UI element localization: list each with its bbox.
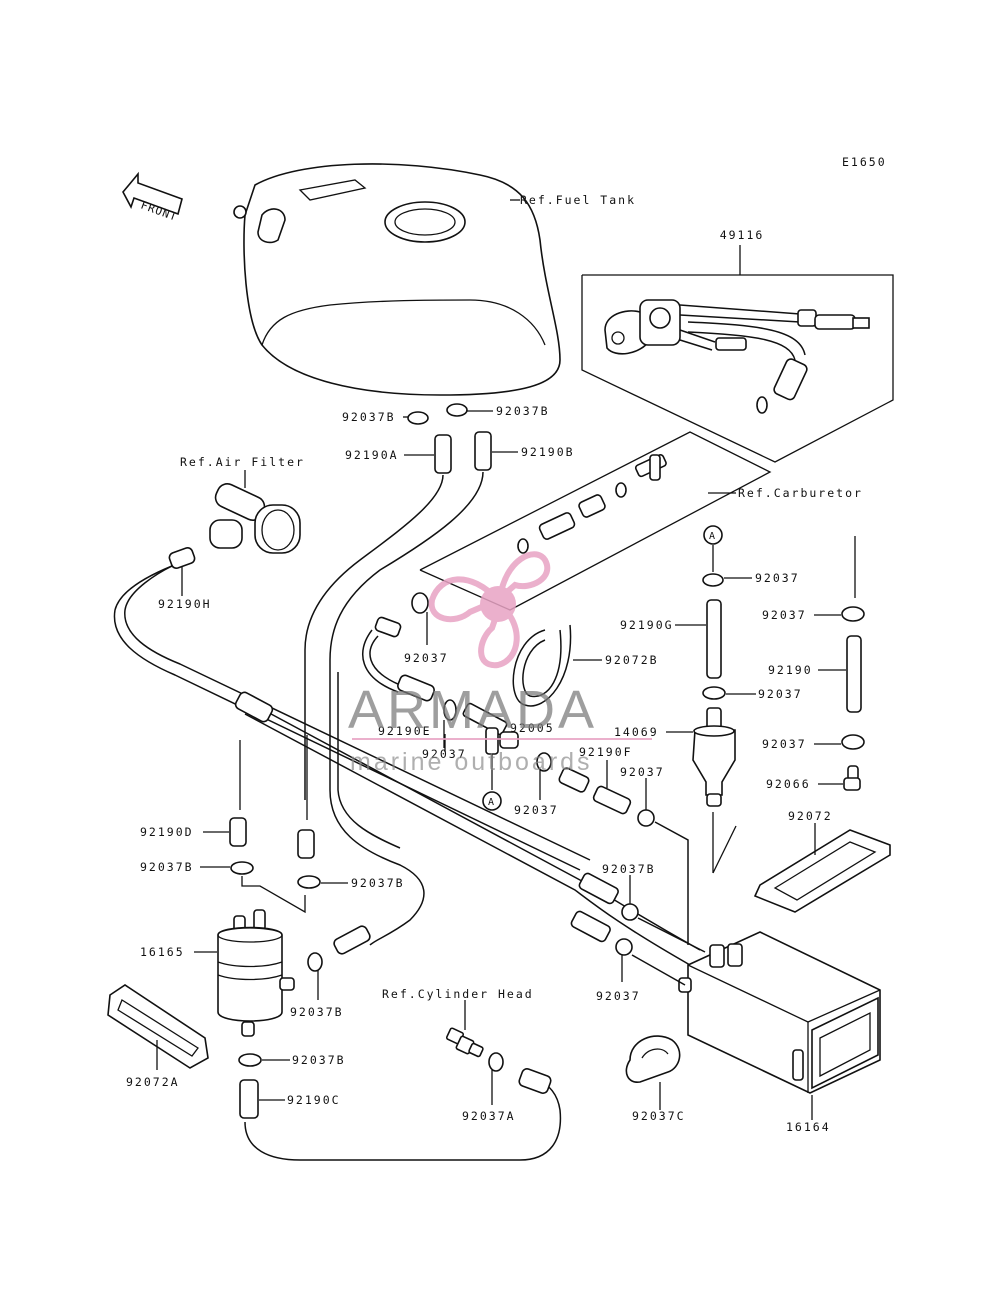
part-92037-r2-label: 92037: [762, 608, 807, 622]
part-14069-label: 14069: [614, 725, 659, 739]
hose-92190c: [239, 1079, 259, 1119]
carburetor-fittings: [419, 431, 772, 611]
hose-92190a: [434, 434, 452, 474]
clamp-92037-g-top: [702, 573, 724, 587]
purge-hose-main: [113, 565, 581, 871]
part-92190-label: 92190: [768, 663, 813, 677]
clamp-92037-ml: [411, 592, 429, 614]
part-92037a-label: 92037A: [462, 1109, 516, 1123]
vent-hose-a: [304, 474, 444, 800]
part-92190f-label: 92190F: [579, 745, 633, 759]
watermark-tagline: marine outboards: [350, 748, 593, 776]
ref-carburetor-label: Ref.Carburetor: [738, 486, 863, 500]
clamp-92037b-b: [238, 1053, 262, 1067]
hose-92190: [846, 635, 862, 713]
fuel-tank: [233, 163, 561, 396]
part-92037-g-label: 92037: [755, 571, 800, 585]
part-92190b-label: 92190B: [521, 445, 575, 459]
part-92037-r3-label: 92037: [762, 737, 807, 751]
part-92072a-label: 92072A: [126, 1075, 180, 1089]
band-92072: [753, 829, 891, 913]
part-16164-label: 16164: [786, 1120, 831, 1134]
part-92037b-m-label: 92037B: [351, 876, 405, 890]
part-92190e-label: 92190E: [378, 724, 432, 738]
ref-fuel-tank-label: Ref.Fuel Tank: [520, 193, 636, 207]
clamp-92037-r2-top: [841, 606, 865, 622]
fuel-filter-14069: [692, 707, 736, 807]
hose-92190f: [592, 785, 632, 815]
air-filter-fitting: [209, 483, 301, 554]
part-92190g-label: 92190G: [620, 618, 674, 632]
front-arrow-icon: FRONT: [122, 171, 183, 224]
clamp-92037b-tr: [446, 403, 468, 417]
watermark-brand: ARMADA: [348, 680, 597, 740]
ref-cylinder-head-label: Ref.Cylinder Head: [382, 987, 534, 1001]
hose-92190e: [397, 674, 435, 702]
part-92072-label: 92072: [788, 809, 833, 823]
clip-92037c: [625, 1035, 681, 1083]
propeller-logo-icon: [428, 551, 551, 669]
part-49116-label: 49116: [720, 228, 765, 242]
band-92072b: [512, 624, 572, 707]
part-92037b-b-label: 92037B: [292, 1053, 346, 1067]
clamp-92037-r1: [702, 686, 726, 700]
connector-a-upper: [703, 525, 723, 545]
part-92037-f-label: 92037: [514, 803, 559, 817]
clamp-92037-a1: [637, 809, 655, 827]
part-92037b-c-label: 92037B: [602, 862, 656, 876]
hose-92190d: [229, 817, 247, 847]
part-92037-e-label: 92037: [422, 747, 467, 761]
diagram-code: E1650: [842, 155, 887, 169]
part-92037-a1-label: 92037: [620, 765, 665, 779]
part-92072b-label: 92072B: [605, 653, 659, 667]
connector-a-lower-label: A: [488, 797, 494, 808]
part-92037b-l-label: 92037B: [140, 860, 194, 874]
hose-92190h: [168, 546, 196, 570]
part-92037b-lo-label: 92037B: [290, 1005, 344, 1019]
canister-16164: [678, 931, 881, 1094]
fuel-filter-16165: [217, 909, 295, 1037]
armada-watermark: ARMADA marine outboards: [348, 551, 652, 776]
clamp-92037b-l: [230, 861, 254, 875]
fuel-cock-assembly: [581, 245, 894, 463]
part-92005-label: 92005: [510, 721, 555, 735]
return-hose: [244, 1079, 562, 1161]
part-16165-label: 16165: [140, 945, 185, 959]
clamp-92037-c: [615, 938, 633, 956]
fitting-92066: [843, 765, 861, 791]
part-92037-r1-label: 92037: [758, 687, 803, 701]
clamp-92037-r3: [841, 734, 865, 750]
ref-air-filter-label: Ref.Air Filter: [180, 455, 305, 469]
band-92072a: [107, 984, 209, 1069]
clamp-92037a: [488, 1052, 504, 1072]
part-92037b-tl-label: 92037B: [342, 410, 396, 424]
part-92066-label: 92066: [766, 777, 811, 791]
hose-92190g: [706, 599, 722, 679]
part-92037-ml-label: 92037: [404, 651, 449, 665]
clamp-92037-f: [536, 752, 552, 772]
part-92037c-label: 92037C: [632, 1109, 686, 1123]
part-92037b-tr-label: 92037B: [496, 404, 550, 418]
cylinder-head-fitting: [445, 1027, 484, 1058]
part-92190c-label: 92190C: [287, 1093, 341, 1107]
hose-92190b: [474, 431, 492, 471]
part-92037-c-label: 92037: [596, 989, 641, 1003]
clamp-92037b-c: [621, 903, 639, 921]
clamp-92037b-tl: [407, 411, 429, 425]
part-92190d-label: 92190D: [140, 825, 194, 839]
connector-a-lower: [482, 791, 502, 811]
clamp-92037b-m: [297, 875, 321, 889]
connector-a-upper-label: A: [709, 531, 715, 542]
clamp-92037b-lo: [307, 952, 323, 972]
part-92190a-label: 92190A: [345, 448, 399, 462]
vent-hose-b: [329, 471, 484, 946]
part-92190h-label: 92190H: [158, 597, 212, 611]
